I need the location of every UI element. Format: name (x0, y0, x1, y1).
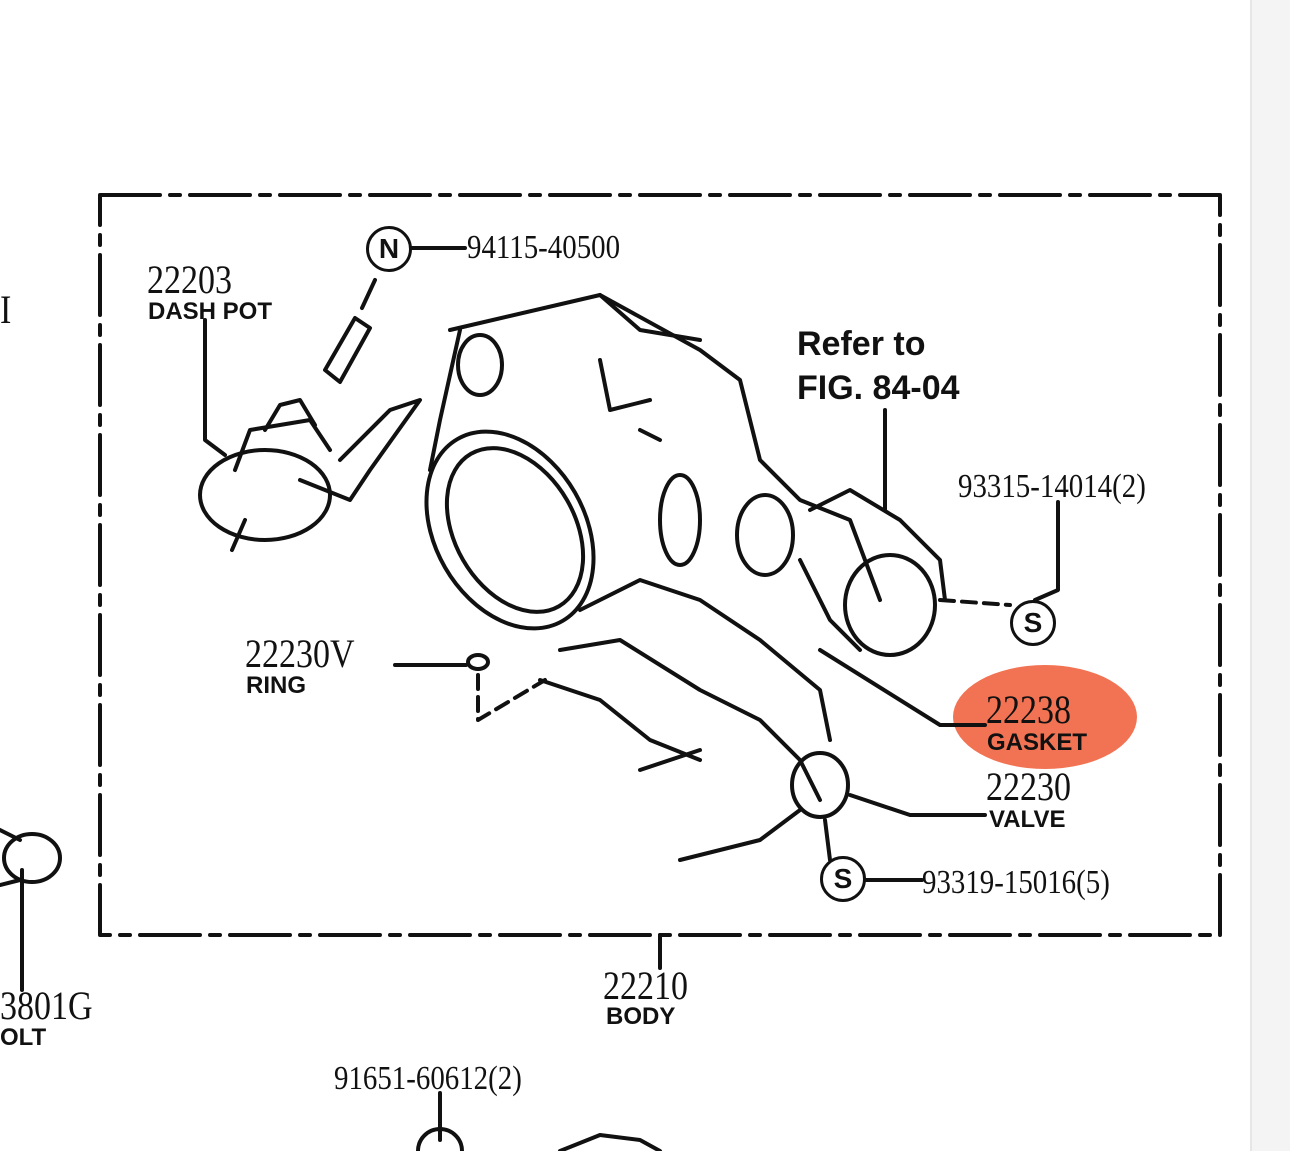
valve-name: VALVE (989, 806, 1066, 833)
refer-line2: FIG. 84-04 (797, 369, 960, 407)
ring-number: 22230V (245, 631, 355, 676)
bottom-part-number: 91651-60612(2) (334, 1060, 522, 1097)
screw-top-number: 93315-14014(2) (958, 468, 1146, 505)
throttle-body-illustration (0, 193, 1222, 1151)
ring-name: RING (246, 672, 306, 699)
bolt-left-number: 3801G (0, 983, 93, 1028)
s-symbol-bottom: S (820, 856, 866, 902)
dash-pot-number: 22203 (147, 257, 232, 302)
n-symbol: N (366, 226, 412, 272)
gasket-highlight (953, 665, 1137, 769)
assembly-frame (98, 193, 1222, 937)
body-number: 22210 (603, 963, 688, 1008)
valve-number: 22230 (986, 764, 1071, 809)
leader-lines (20, 246, 1060, 1142)
throttle-body-shape (424, 293, 882, 862)
dash-pot-name: DASH POT (148, 298, 273, 325)
refer-line1: Refer to (797, 325, 926, 363)
bolt-left-name: OLT (0, 1024, 47, 1051)
gasket-name: GASKET (987, 729, 1088, 756)
left-edge-fragment: I (0, 287, 12, 332)
valve-ring-shape (790, 751, 850, 819)
idle-control-shape (798, 488, 947, 657)
n-bolt-number: 94115-40500 (467, 229, 621, 266)
body-name: BODY (606, 1003, 676, 1030)
s-symbol-top: S (1010, 600, 1056, 646)
page-edge (1250, 0, 1290, 1151)
ring-shape (466, 653, 490, 671)
dash-pot-shape (198, 398, 422, 552)
screw-bottom-number: 93319-15016(5) (922, 864, 1110, 901)
bottom-partial-shape (416, 1127, 662, 1151)
gasket-number: 22238 (986, 687, 1071, 732)
left-bolt-shape (0, 828, 62, 887)
n-bolt-shape (323, 278, 377, 384)
